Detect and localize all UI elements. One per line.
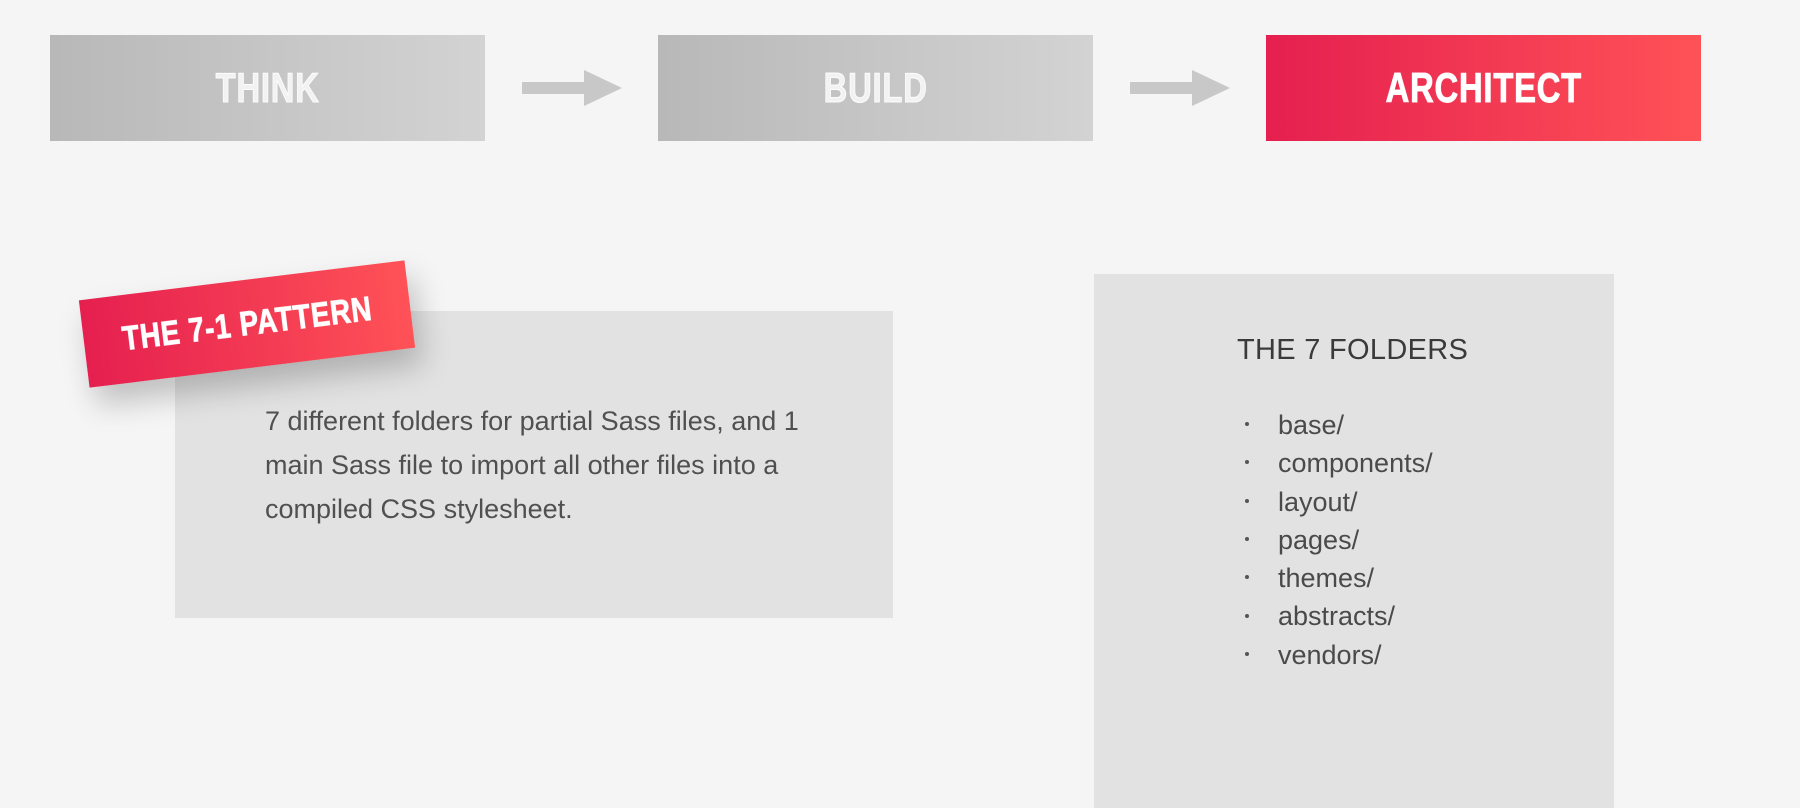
folder-name: components/ [1278, 448, 1433, 479]
bullet-dot-icon [1245, 498, 1249, 503]
folders-list: base/ components/ layout/ pages/ themes/… [1237, 410, 1433, 682]
folder-name: layout/ [1278, 486, 1358, 517]
bullet-dot-icon [1245, 613, 1249, 618]
step-build-label: BUILD [823, 64, 928, 112]
folder-name: abstracts/ [1278, 601, 1396, 632]
step-think: THINK [50, 35, 485, 141]
step-architect: ARCHITECT [1266, 35, 1701, 141]
list-item: layout/ [1237, 475, 1433, 529]
folders-card: THE 7 FOLDERS base/ components/ layout/ … [1094, 274, 1614, 808]
folder-name: base/ [1278, 410, 1345, 440]
list-item: pages/ [1237, 513, 1433, 567]
arrow-right-icon [1130, 70, 1230, 106]
list-item: vendors/ [1237, 628, 1433, 682]
step-think-label: THINK [215, 64, 320, 112]
folders-title: THE 7 FOLDERS [1237, 334, 1469, 366]
bullet-dot-icon [1245, 537, 1249, 542]
folder-name: themes/ [1278, 563, 1375, 594]
bullet-dot-icon [1245, 422, 1249, 427]
pattern-badge-label: THE 7-1 PATTERN [119, 289, 374, 358]
list-item: themes/ [1237, 551, 1433, 605]
arrow-right-icon [522, 70, 622, 106]
step-build: BUILD [658, 35, 1093, 141]
folder-name: vendors/ [1278, 639, 1382, 670]
list-item: components/ [1237, 436, 1433, 490]
pattern-description: 7 different folders for partial Sass fil… [265, 406, 799, 524]
list-item: abstracts/ [1237, 589, 1433, 643]
step-architect-label: ARCHITECT [1385, 64, 1582, 112]
list-item: base/ [1237, 398, 1433, 452]
bullet-dot-icon [1245, 575, 1249, 580]
folder-name: pages/ [1278, 524, 1360, 555]
bullet-dot-icon [1245, 460, 1249, 465]
bullet-dot-icon [1245, 651, 1249, 656]
